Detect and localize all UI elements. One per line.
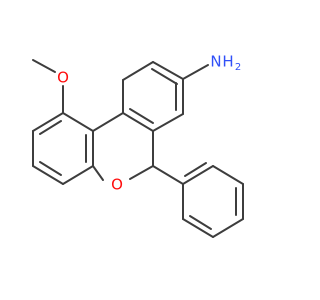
bond bbox=[62, 165, 94, 185]
structure-canvas: N H 2 O O bbox=[32, 52, 244, 238]
bond bbox=[182, 64, 209, 80]
bond bbox=[184, 162, 207, 177]
bond bbox=[122, 61, 154, 81]
amine-hydrogen-label: H bbox=[222, 53, 233, 71]
bond bbox=[212, 165, 244, 185]
bond bbox=[32, 59, 56, 73]
bond bbox=[62, 112, 94, 132]
bond bbox=[189, 215, 212, 230]
bond bbox=[32, 112, 64, 132]
amine-nitrogen-label: N bbox=[210, 53, 221, 71]
bond bbox=[212, 218, 244, 238]
bond bbox=[182, 218, 214, 238]
bond bbox=[151, 68, 178, 85]
methoxy-oxygen-label: O bbox=[57, 69, 69, 87]
bond bbox=[39, 120, 62, 135]
bond bbox=[182, 165, 214, 185]
bond bbox=[152, 165, 184, 185]
molecule-diagram: N H 2 O O bbox=[32, 53, 244, 238]
bond bbox=[152, 113, 184, 132]
bond bbox=[152, 61, 184, 80]
amine-hydrogen-count: 2 bbox=[235, 62, 241, 73]
bond bbox=[122, 112, 154, 132]
bond bbox=[129, 108, 154, 124]
bond bbox=[32, 165, 64, 185]
bond bbox=[129, 165, 154, 180]
bond bbox=[39, 161, 62, 176]
ring-oxygen-label: O bbox=[111, 176, 123, 194]
bond bbox=[92, 165, 104, 181]
bond bbox=[92, 112, 124, 132]
